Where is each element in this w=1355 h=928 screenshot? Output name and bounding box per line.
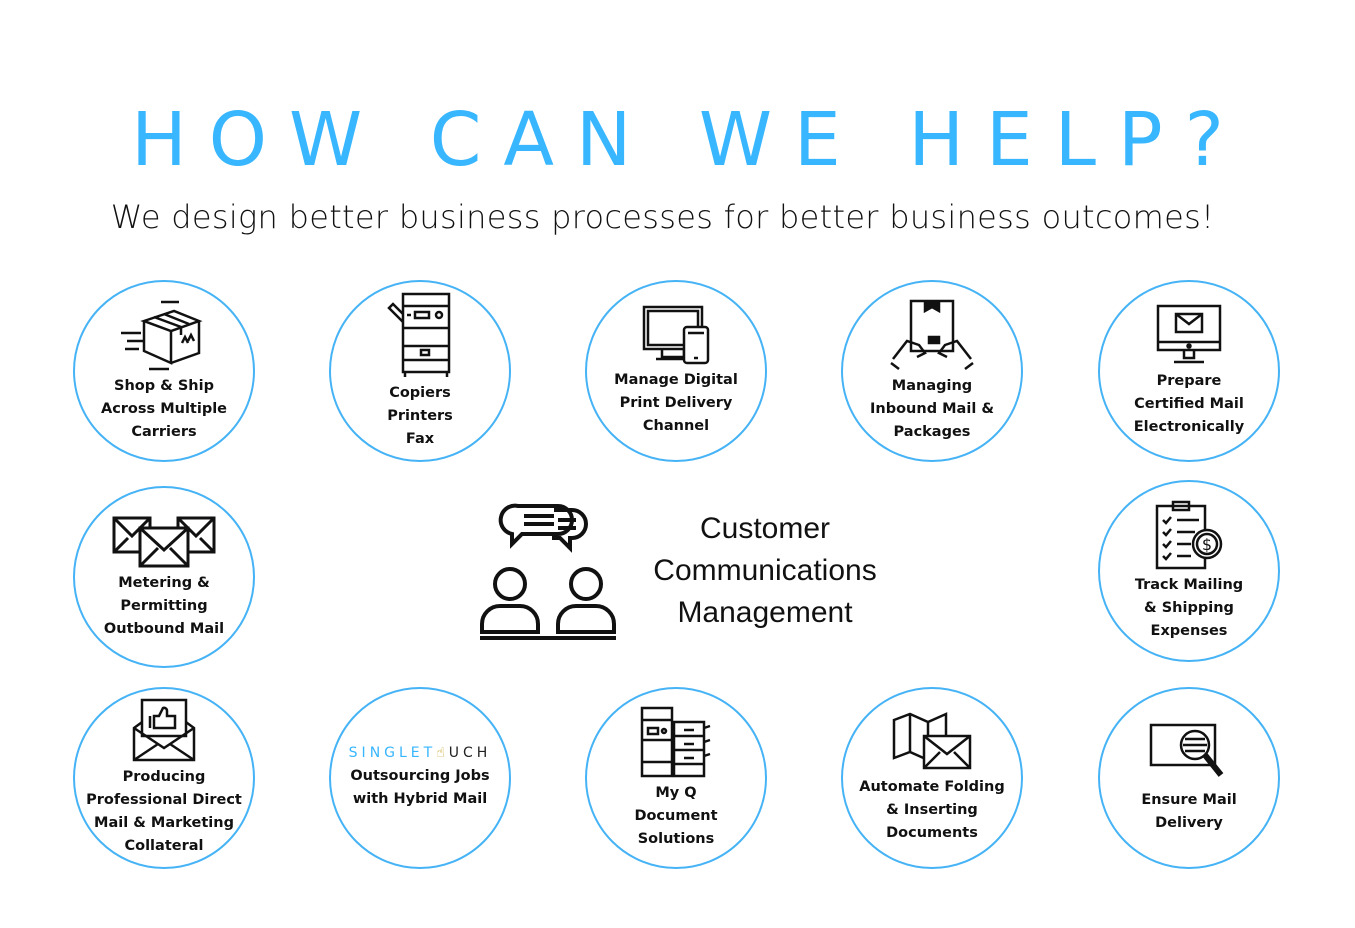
service-label: Automate Folding & Inserting Documents: [859, 778, 1005, 841]
service-label: Ensure Mail Delivery: [1141, 792, 1237, 831]
service-label: Copiers Printers Fax: [387, 384, 453, 447]
svg-text:$: $: [1202, 535, 1212, 554]
service-label: Metering & Permitting Outbound Mail: [103, 574, 225, 637]
envelopes-icon: [112, 516, 216, 567]
service-track-expenses[interactable]: $ Track Mailing & Shipping Expenses: [1098, 480, 1280, 662]
checklist-dollar-icon: $: [1155, 500, 1223, 569]
service-direct-mail[interactable]: Producing Professional Direct Mail & Mar…: [73, 687, 255, 869]
service-outsourcing[interactable]: SINGLET☝UCH Outsourcing Jobs with Hybrid…: [329, 687, 511, 869]
service-myq[interactable]: My Q Document Solutions: [585, 687, 767, 869]
mail-search-icon: [1149, 723, 1224, 777]
service-label: Managing Inbound Mail & Packages: [870, 377, 994, 440]
service-digital-print[interactable]: Manage Digital Print Delivery Channel: [585, 280, 767, 462]
monitor-mail-icon: [1156, 304, 1222, 363]
center-title: Customer Communications Management: [640, 508, 890, 634]
service-label: Manage Digital Print Delivery Channel: [614, 371, 738, 434]
service-inbound-mail[interactable]: Managing Inbound Mail & Packages: [841, 280, 1023, 462]
service-folding-inserting[interactable]: Automate Folding & Inserting Documents: [841, 687, 1023, 869]
shipping-box-icon: [121, 300, 203, 370]
logo-text-part: SINGLET: [348, 745, 437, 761]
service-shop-ship[interactable]: Shop & Ship Across Multiple Carriers: [73, 280, 255, 462]
thumbs-up-envelope-icon: [132, 698, 196, 762]
service-label: Prepare Certified Mail Electronically: [1133, 372, 1245, 435]
service-certified-mail[interactable]: Prepare Certified Mail Electronically: [1098, 280, 1280, 462]
chat-people-icon: [480, 503, 616, 640]
service-label: Shop & Ship Across Multiple Carriers: [100, 377, 228, 440]
center-line: Customer: [699, 512, 831, 545]
center-line: Communications: [653, 554, 877, 587]
service-label: Outsourcing Jobs with Hybrid Mail: [350, 768, 490, 807]
service-label: My Q Document Solutions: [634, 784, 718, 847]
document-machine-icon: [640, 706, 711, 777]
page-title: HOW CAN WE HELP?: [131, 97, 1246, 183]
service-label: Producing Professional Direct Mail & Mar…: [86, 769, 242, 854]
page-subtitle: We design better business processes for …: [110, 198, 1215, 236]
service-label: Track Mailing & Shipping Expenses: [1134, 576, 1244, 639]
fold-insert-icon: [892, 711, 972, 769]
touch-icon: ☝: [436, 745, 449, 761]
singletouch-logo: SINGLET☝UCH: [349, 745, 492, 761]
logo-text-part: UCH: [448, 745, 492, 761]
devices-icon: [642, 305, 710, 364]
center-line: Management: [677, 596, 853, 629]
service-copiers[interactable]: Copiers Printers Fax: [329, 280, 511, 462]
service-metering[interactable]: Metering & Permitting Outbound Mail: [73, 486, 255, 668]
hands-package-icon: [890, 299, 974, 370]
service-ensure-delivery[interactable]: Ensure Mail Delivery: [1098, 687, 1280, 869]
copier-icon: [387, 292, 451, 377]
